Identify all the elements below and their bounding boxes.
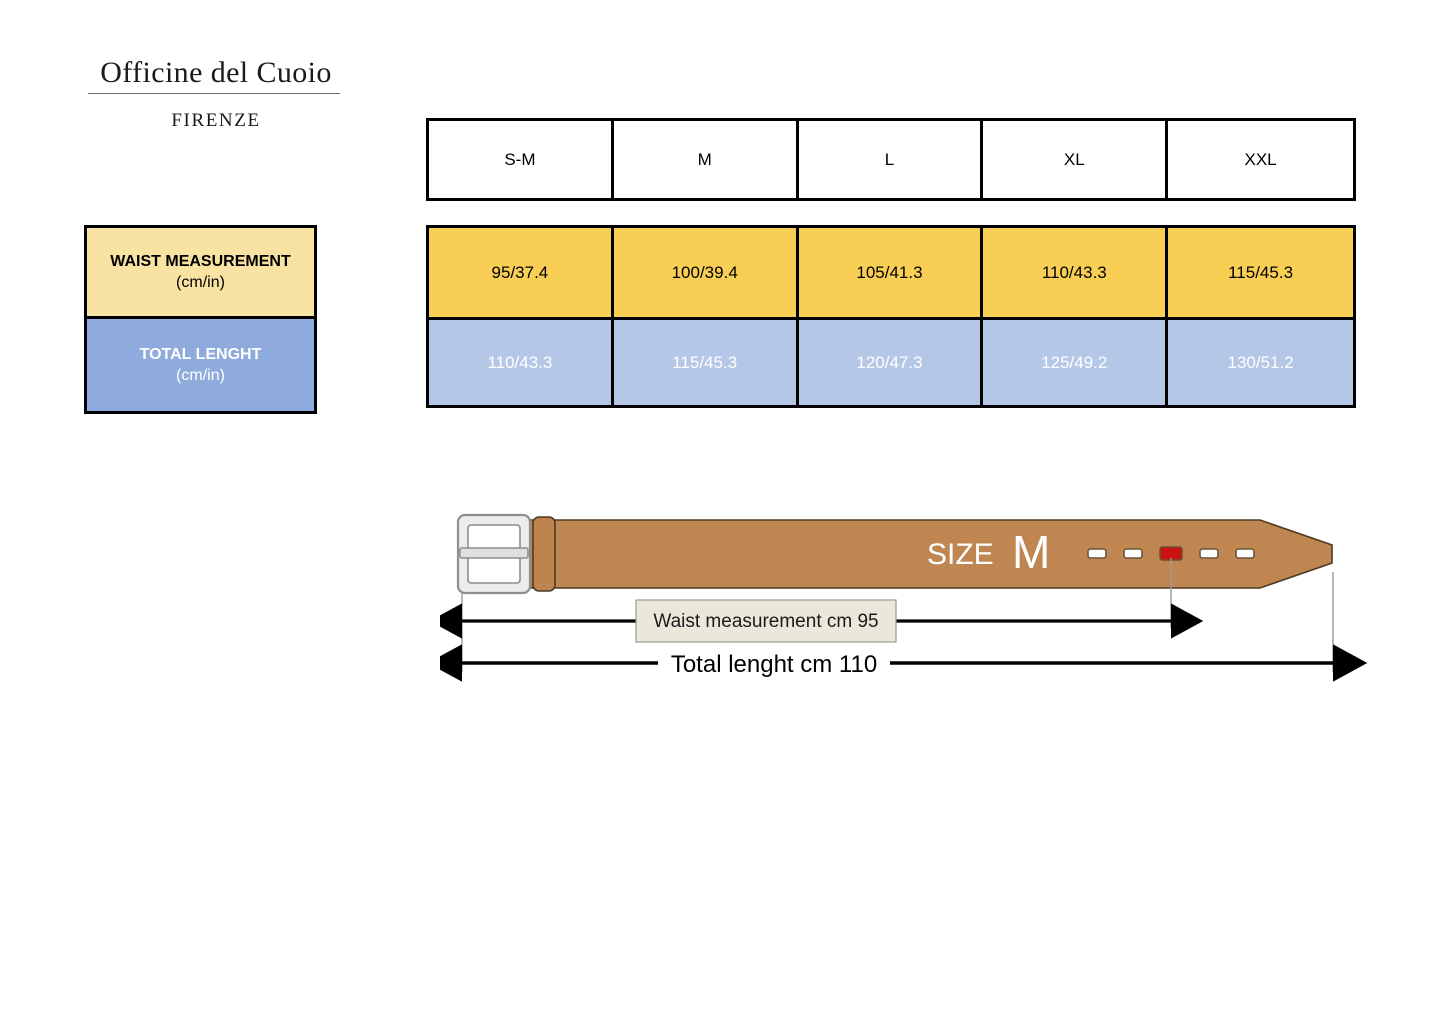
belt-buckle-icon (456, 513, 532, 595)
table-cell: 105/41.3 (798, 228, 984, 318)
belt-hole (1199, 548, 1219, 559)
brand-block: Officine del Cuoio FIRENZE (88, 56, 344, 132)
row-label-waist-unit: (cm/in) (176, 274, 225, 291)
size-header-cell: XL (983, 121, 1169, 198)
belt-hole (1235, 548, 1255, 559)
brand-divider (88, 93, 340, 94)
row-label-group: WAIST MEASUREMENT (cm/in) TOTAL LENGHT (… (84, 225, 317, 414)
size-header-cell: XXL (1168, 121, 1353, 198)
belt-size-letter: M (1012, 526, 1050, 578)
table-cell: 95/37.4 (429, 228, 614, 318)
row-label-length-title: TOTAL LENGHT (139, 345, 262, 363)
table-cell: 115/45.3 (1168, 228, 1353, 318)
belt-keeper-loop (532, 516, 556, 592)
table-row-waist-measurement: 95/37.4 100/39.4 105/41.3 110/43.3 115/4… (429, 228, 1353, 321)
row-label-length-unit: (cm/in) (176, 367, 225, 384)
waist-dimension-label: Waist measurement cm 95 (653, 611, 878, 632)
size-header-cell: L (798, 121, 984, 198)
belt-diagram: SIZE M Waist measurement cm 95 Total len… (440, 500, 1380, 690)
brand-subtitle: FIRENZE (171, 110, 261, 131)
belt-size-label: SIZE M (927, 526, 1050, 578)
total-length-label: Total lenght cm 110 (671, 651, 877, 678)
total-length-dimension: Total lenght cm 110 (440, 644, 1368, 682)
belt-hole (1087, 548, 1107, 559)
brand-name: Officine del Cuoio (100, 56, 332, 89)
table-cell: 110/43.3 (983, 228, 1169, 318)
size-header-cell: S-M (429, 121, 614, 198)
table-row-total-length: 110/43.3 115/45.3 120/47.3 125/49.2 130/… (429, 320, 1353, 405)
size-header-row: S-M M L XL XXL (426, 118, 1356, 201)
table-cell: 120/47.3 (798, 320, 984, 405)
table-cell: 100/39.4 (613, 228, 799, 318)
table-cell: 115/45.3 (613, 320, 799, 405)
belt-holes (1087, 546, 1255, 561)
belt-hole (1123, 548, 1143, 559)
row-label-waist-title: WAIST MEASUREMENT (110, 252, 291, 270)
measurement-table: 95/37.4 100/39.4 105/41.3 110/43.3 115/4… (426, 225, 1356, 408)
waist-dimension: Waist measurement cm 95 (440, 599, 1204, 643)
belt-size-word: SIZE (927, 538, 994, 571)
size-header-cell: M (613, 121, 799, 198)
row-label-waist-measurement: WAIST MEASUREMENT (cm/in) (87, 228, 314, 319)
table-cell: 130/51.2 (1168, 320, 1353, 405)
row-label-total-length: TOTAL LENGHT (cm/in) (87, 319, 314, 411)
table-cell: 125/49.2 (983, 320, 1169, 405)
table-cell: 110/43.3 (429, 320, 614, 405)
waist-dimension-callout (635, 599, 897, 643)
